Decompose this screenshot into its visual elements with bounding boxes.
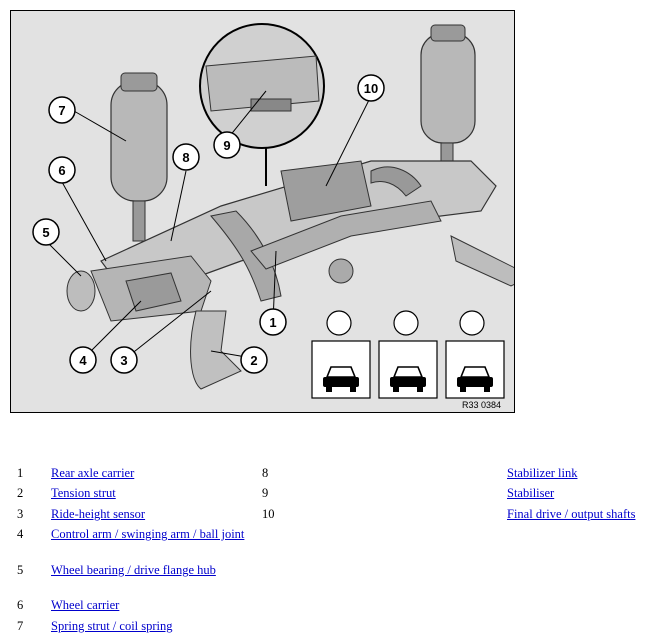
parts-legend: 1 Rear axle carrier 2 Tension strut 3 Ri… xyxy=(0,462,658,642)
link-ride-height-sensor[interactable]: Ride-height sensor xyxy=(51,507,146,521)
callout-10: 10 xyxy=(357,74,385,102)
spring-strut-left xyxy=(110,72,168,242)
axle-illustration: 7 6 5 8 9 10 1 2 3 4 xyxy=(32,23,514,410)
svg-text:1: 1 xyxy=(269,315,276,330)
svg-text:5: 5 xyxy=(42,225,49,240)
link-spring-strut[interactable]: Spring strut / coil spring xyxy=(51,619,173,633)
legend-number: 2 xyxy=(17,486,24,500)
link-stabilizer-link[interactable]: Stabilizer link xyxy=(507,466,578,480)
svg-text:10: 10 xyxy=(364,81,378,96)
svg-text:4: 4 xyxy=(79,353,87,368)
tension-strut xyxy=(190,310,242,390)
legend-number: 4 xyxy=(17,527,24,541)
tension-strut-right xyxy=(450,235,514,287)
legend-number: 5 xyxy=(17,563,24,577)
svg-text:8: 8 xyxy=(182,150,189,165)
callout-8: 8 xyxy=(172,143,200,171)
leader-lines xyxy=(46,90,370,360)
detail-magnifier xyxy=(199,23,325,186)
link-final-drive[interactable]: Final drive / output shafts xyxy=(507,507,636,521)
callout-labels: 7 6 5 8 9 10 1 2 3 4 xyxy=(32,74,385,374)
link-control-arm[interactable]: Control arm / swinging arm / ball joint xyxy=(51,527,245,541)
callout-7: 7 xyxy=(48,96,76,124)
link-stabiliser[interactable]: Stabiliser xyxy=(507,486,555,500)
spring-strut-right xyxy=(420,24,476,176)
wheel-hub-left xyxy=(66,255,212,322)
car-icon xyxy=(390,366,426,392)
callout-5: 5 xyxy=(32,218,60,246)
view-box-2 xyxy=(378,310,438,399)
callout-2: 2 xyxy=(240,346,268,374)
car-icon xyxy=(457,366,493,392)
svg-text:2: 2 xyxy=(250,353,257,368)
svg-text:6: 6 xyxy=(58,163,65,178)
view-box-3 xyxy=(445,310,505,399)
callout-4: 4 xyxy=(69,346,97,374)
legend-number: 8 xyxy=(262,466,269,480)
callout-3: 3 xyxy=(110,346,138,374)
link-wheel-carrier[interactable]: Wheel carrier xyxy=(51,598,120,612)
legend-number: 6 xyxy=(17,598,24,612)
axle-diagram: 7 6 5 8 9 10 1 2 3 4 xyxy=(10,10,515,413)
link-rear-axle-carrier[interactable]: Rear axle carrier xyxy=(51,466,135,480)
link-tension-strut[interactable]: Tension strut xyxy=(51,486,116,500)
svg-text:3: 3 xyxy=(120,353,127,368)
car-icon xyxy=(323,366,359,392)
axle-carrier xyxy=(100,160,497,302)
legend-number: 9 xyxy=(262,486,269,500)
callout-1: 1 xyxy=(259,308,287,336)
figure-id: R33 0384 xyxy=(462,400,501,410)
legend-number: 3 xyxy=(17,507,24,521)
legend-number: 7 xyxy=(17,619,24,633)
callout-9: 9 xyxy=(213,131,241,159)
svg-text:7: 7 xyxy=(58,103,65,118)
view-box-1 xyxy=(311,310,371,399)
legend-number: 1 xyxy=(17,466,24,480)
link-wheel-bearing[interactable]: Wheel bearing / drive flange hub xyxy=(51,563,216,577)
callout-6: 6 xyxy=(48,156,76,184)
svg-text:9: 9 xyxy=(223,138,230,153)
legend-number: 10 xyxy=(262,507,275,521)
view-indicators xyxy=(311,310,505,399)
